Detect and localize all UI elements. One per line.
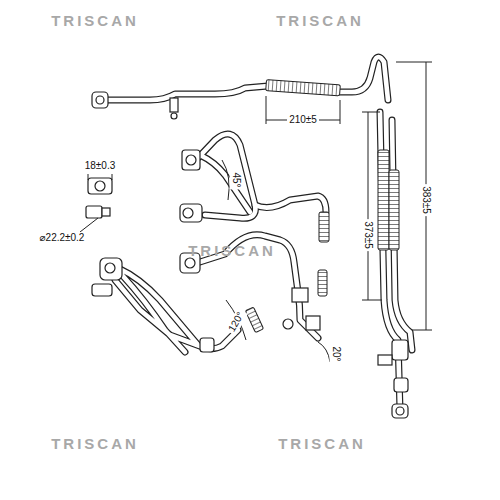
dimension-label: 373±5 xyxy=(362,219,374,251)
dimension-label: 383±5 xyxy=(420,184,432,216)
dimension-label: 120° xyxy=(225,308,248,335)
dimension-label: ⌀22.2±0.2 xyxy=(38,232,87,244)
watermark: TRISCAN xyxy=(49,12,141,29)
watermark: TRISCAN xyxy=(49,435,141,452)
dimension-label: 18±0.3 xyxy=(83,160,118,172)
watermark: TRISCAN xyxy=(276,435,368,452)
watermark: TRISCAN xyxy=(274,12,366,29)
watermark: TRISCAN xyxy=(186,242,278,259)
dimension-label: 20° xyxy=(330,344,342,363)
dimension-label: 45° xyxy=(230,170,242,189)
dimension-label: 210±5 xyxy=(287,114,319,126)
